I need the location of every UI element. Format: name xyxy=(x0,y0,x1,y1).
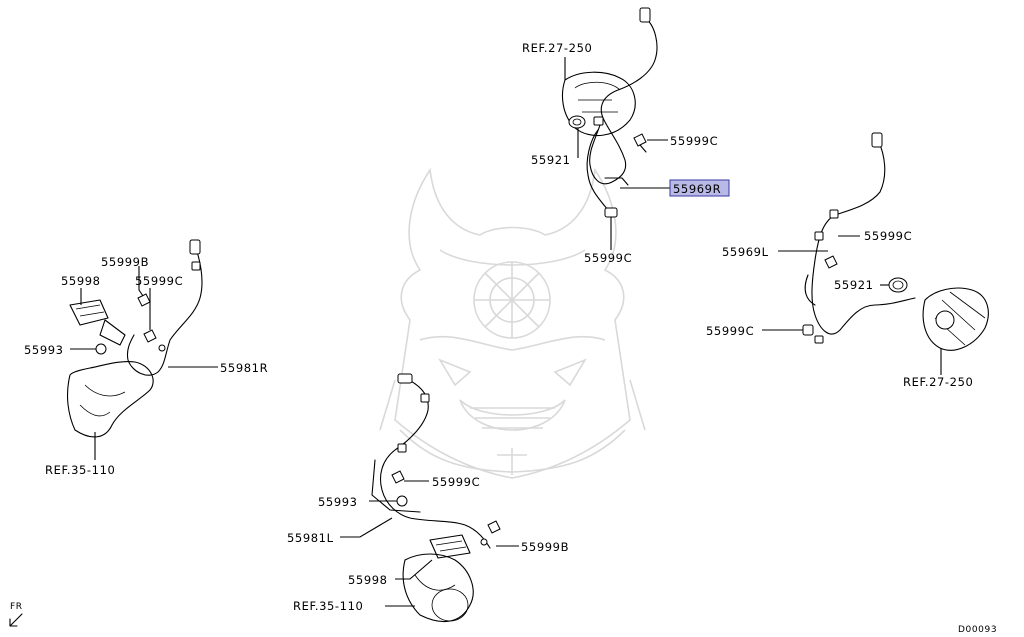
label-55999b-left[interactable]: 55999B xyxy=(101,255,149,269)
fr-arrow-icon xyxy=(9,613,23,627)
front-indicator: FR xyxy=(9,602,23,627)
label-ref-35-110-bottom[interactable]: REF.35-110 xyxy=(293,599,363,613)
label-ref-35-110-left[interactable]: REF.35-110 xyxy=(45,463,115,477)
bottom-assembly-drawing xyxy=(371,373,501,623)
label-55993-bottom[interactable]: 55993 xyxy=(318,495,358,509)
highlight-box xyxy=(669,179,730,197)
diagram-code: D00093 xyxy=(958,625,997,635)
label-55921-right[interactable]: 55921 xyxy=(834,278,874,292)
label-55921-top[interactable]: 55921 xyxy=(531,153,571,167)
label-55999c-top-bottom[interactable]: 55999C xyxy=(584,251,632,265)
label-55999b-bottom[interactable]: 55999B xyxy=(521,540,569,554)
label-ref-27-250-right[interactable]: REF.27-250 xyxy=(903,375,973,389)
label-ref-27-250-top[interactable]: REF.27-250 xyxy=(522,41,592,55)
part-labels: REF.27-250 55921 55999C 55969R 55999C 55… xyxy=(24,41,973,613)
label-55998-bottom[interactable]: 55998 xyxy=(348,573,388,587)
label-55998-left[interactable]: 55998 xyxy=(61,274,101,288)
fr-label: FR xyxy=(10,602,23,612)
label-55969r[interactable]: 55969R xyxy=(673,182,721,196)
top-assembly-drawing xyxy=(561,7,658,218)
label-55993-left[interactable]: 55993 xyxy=(24,343,64,357)
label-55999c-right-top[interactable]: 55999C xyxy=(864,229,912,243)
label-55999c-top-right[interactable]: 55999C xyxy=(670,134,718,148)
watermark-logo xyxy=(379,167,646,479)
left-assembly-drawing xyxy=(66,239,203,438)
label-55999c-bottom[interactable]: 55999C xyxy=(432,475,480,489)
right-assembly-drawing xyxy=(802,132,989,351)
label-55981l[interactable]: 55981L xyxy=(287,531,334,545)
label-55981r[interactable]: 55981R xyxy=(220,361,268,375)
label-55999c-right-bottom[interactable]: 55999C xyxy=(706,324,754,338)
label-55999c-left[interactable]: 55999C xyxy=(135,274,183,288)
leader-lines xyxy=(70,57,942,607)
label-55969l[interactable]: 55969L xyxy=(722,245,769,259)
